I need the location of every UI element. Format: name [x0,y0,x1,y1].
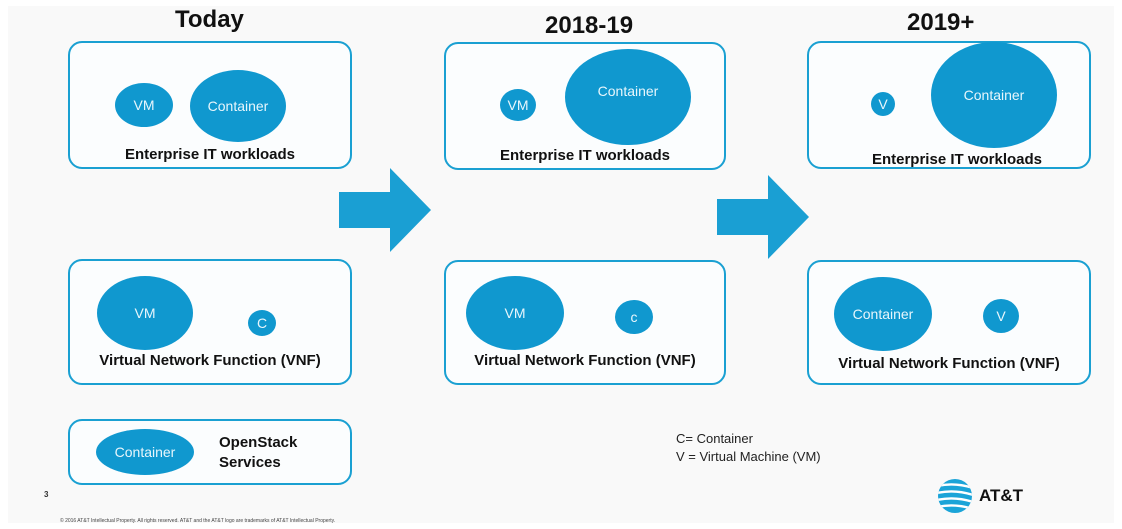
2019-vnf-v: V [983,299,1019,333]
2019-vnf-label: Virtual Network Function (VNF) [838,355,1060,372]
legend-container: C= Container [676,431,753,446]
2019-enterprise-label: Enterprise IT workloads [871,151,1043,168]
2019-enterprise-container: Container [931,42,1057,148]
2018-enterprise-label: Enterprise IT workloads [499,147,671,164]
att-logo-text: AT&T [979,486,1024,505]
today-vnf-vm: VM [97,276,193,350]
2019-vnf-container: Container [834,277,932,351]
c-label: C [256,315,268,331]
c-label: c [630,309,638,325]
vm-label: VM [507,97,529,113]
column-title-2018-19: 2018-19 [545,12,634,39]
legend-vm: V = Virtual Machine (VM) [676,449,821,464]
right-arrow-icon [339,168,431,252]
today-enterprise-vm: VM [115,83,173,127]
2018-vnf-vm: VM [466,276,564,350]
att-logo: AT&T [937,478,1023,514]
container-label: Container [207,98,269,114]
openstack-label-line2: Services [219,454,281,471]
openstack-services-label: OpenStack Services [219,433,297,473]
today-enterprise-label: Enterprise IT workloads [124,146,296,163]
att-globe-icon [938,479,972,513]
page-number: 3 [44,490,49,499]
today-vnf-label: Virtual Network Function (VNF) [99,352,321,369]
vm-label: VM [133,97,155,113]
v-label: V [996,308,1006,324]
legend: C= Container V = Virtual Machine (VM) [676,430,821,466]
today-vnf-c: C [248,310,276,336]
vm-label: VM [504,305,526,321]
copyright-footer: © 2016 AT&T Intellectual Property. All r… [60,518,336,524]
2019-enterprise-v: V [871,92,895,116]
column-title-2019-plus: 2019+ [907,9,975,36]
2018-vnf-c: c [615,300,653,334]
vm-label: VM [134,305,156,321]
today-enterprise-container: Container [190,70,286,142]
v-label: V [878,96,888,112]
2018-enterprise-container: Container [565,49,691,145]
openstack-container: Container [96,429,194,475]
container-label: Container [597,83,659,99]
right-arrow-icon [717,175,809,259]
openstack-label-line1: OpenStack [219,434,298,451]
container-label: Container [114,444,176,460]
container-label: Container [963,87,1025,103]
column-title-today: Today [175,6,244,33]
2018-enterprise-vm: VM [500,89,536,121]
container-label: Container [852,306,914,322]
2018-vnf-label: Virtual Network Function (VNF) [474,352,696,369]
